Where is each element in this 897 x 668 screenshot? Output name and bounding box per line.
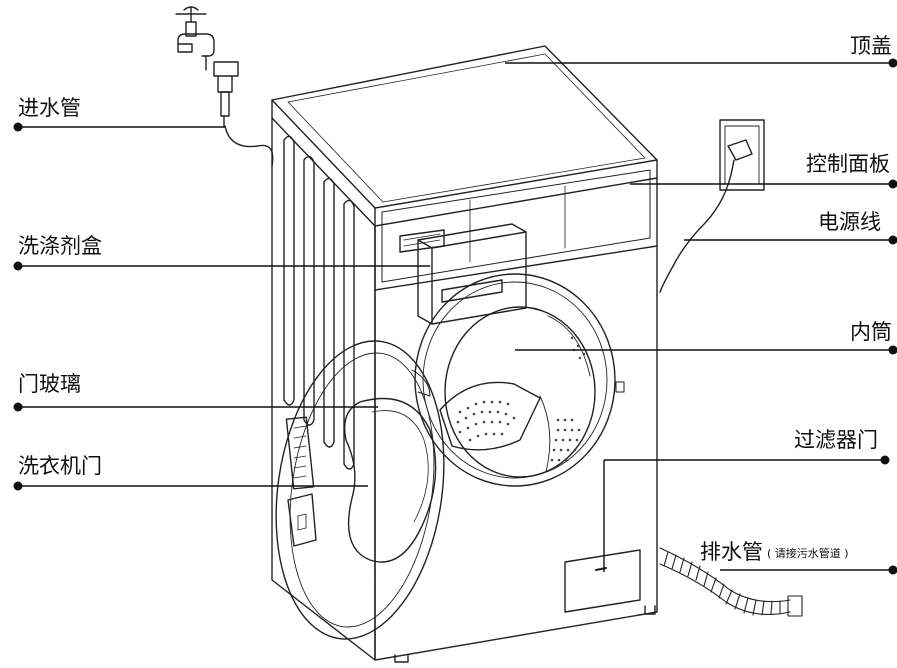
label-power-cord: 电源线 bbox=[818, 210, 881, 234]
top-cover-shape bbox=[272, 46, 657, 208]
door-outer-ring bbox=[258, 330, 462, 650]
door-glass-shape bbox=[345, 399, 436, 563]
leader-inlet-hose bbox=[14, 123, 226, 132]
door-ring bbox=[415, 274, 615, 486]
label-drain-hose-main: 排水管 bbox=[700, 540, 763, 564]
door-hinge bbox=[286, 417, 316, 546]
wall-socket-icon bbox=[720, 120, 764, 190]
leader-power-cord bbox=[684, 236, 897, 245]
leader-top-cover bbox=[505, 59, 897, 68]
label-detergent-box: 洗涤剂盒 bbox=[18, 234, 102, 258]
label-inlet-hose: 进水管 bbox=[18, 96, 81, 120]
label-filter-door: 过滤器门 bbox=[794, 428, 878, 452]
leader-inner-drum bbox=[515, 346, 897, 355]
leader-washer-door bbox=[14, 482, 369, 491]
leader-drain-hose bbox=[720, 566, 897, 575]
leader-detergent-box bbox=[14, 262, 431, 271]
power-cord-line bbox=[660, 170, 732, 292]
inner-drum-shape bbox=[445, 307, 595, 477]
label-door-glass: 门玻璃 bbox=[18, 372, 81, 396]
label-inner-drum: 内筒 bbox=[850, 320, 892, 344]
faucet-icon bbox=[176, 7, 238, 126]
label-control-panel: 控制面板 bbox=[806, 152, 890, 176]
inlet-hose-line bbox=[225, 126, 273, 166]
label-drain-hose-note: ( 请接污水管道 ) bbox=[767, 547, 849, 560]
filter-door-shape bbox=[565, 550, 640, 612]
label-washer-door: 洗衣机门 bbox=[18, 454, 102, 478]
label-drain-hose: 排水管 ( 请接污水管道 ) bbox=[700, 540, 849, 566]
drum-perforations bbox=[457, 337, 586, 462]
label-top-cover: 顶盖 bbox=[850, 34, 892, 58]
